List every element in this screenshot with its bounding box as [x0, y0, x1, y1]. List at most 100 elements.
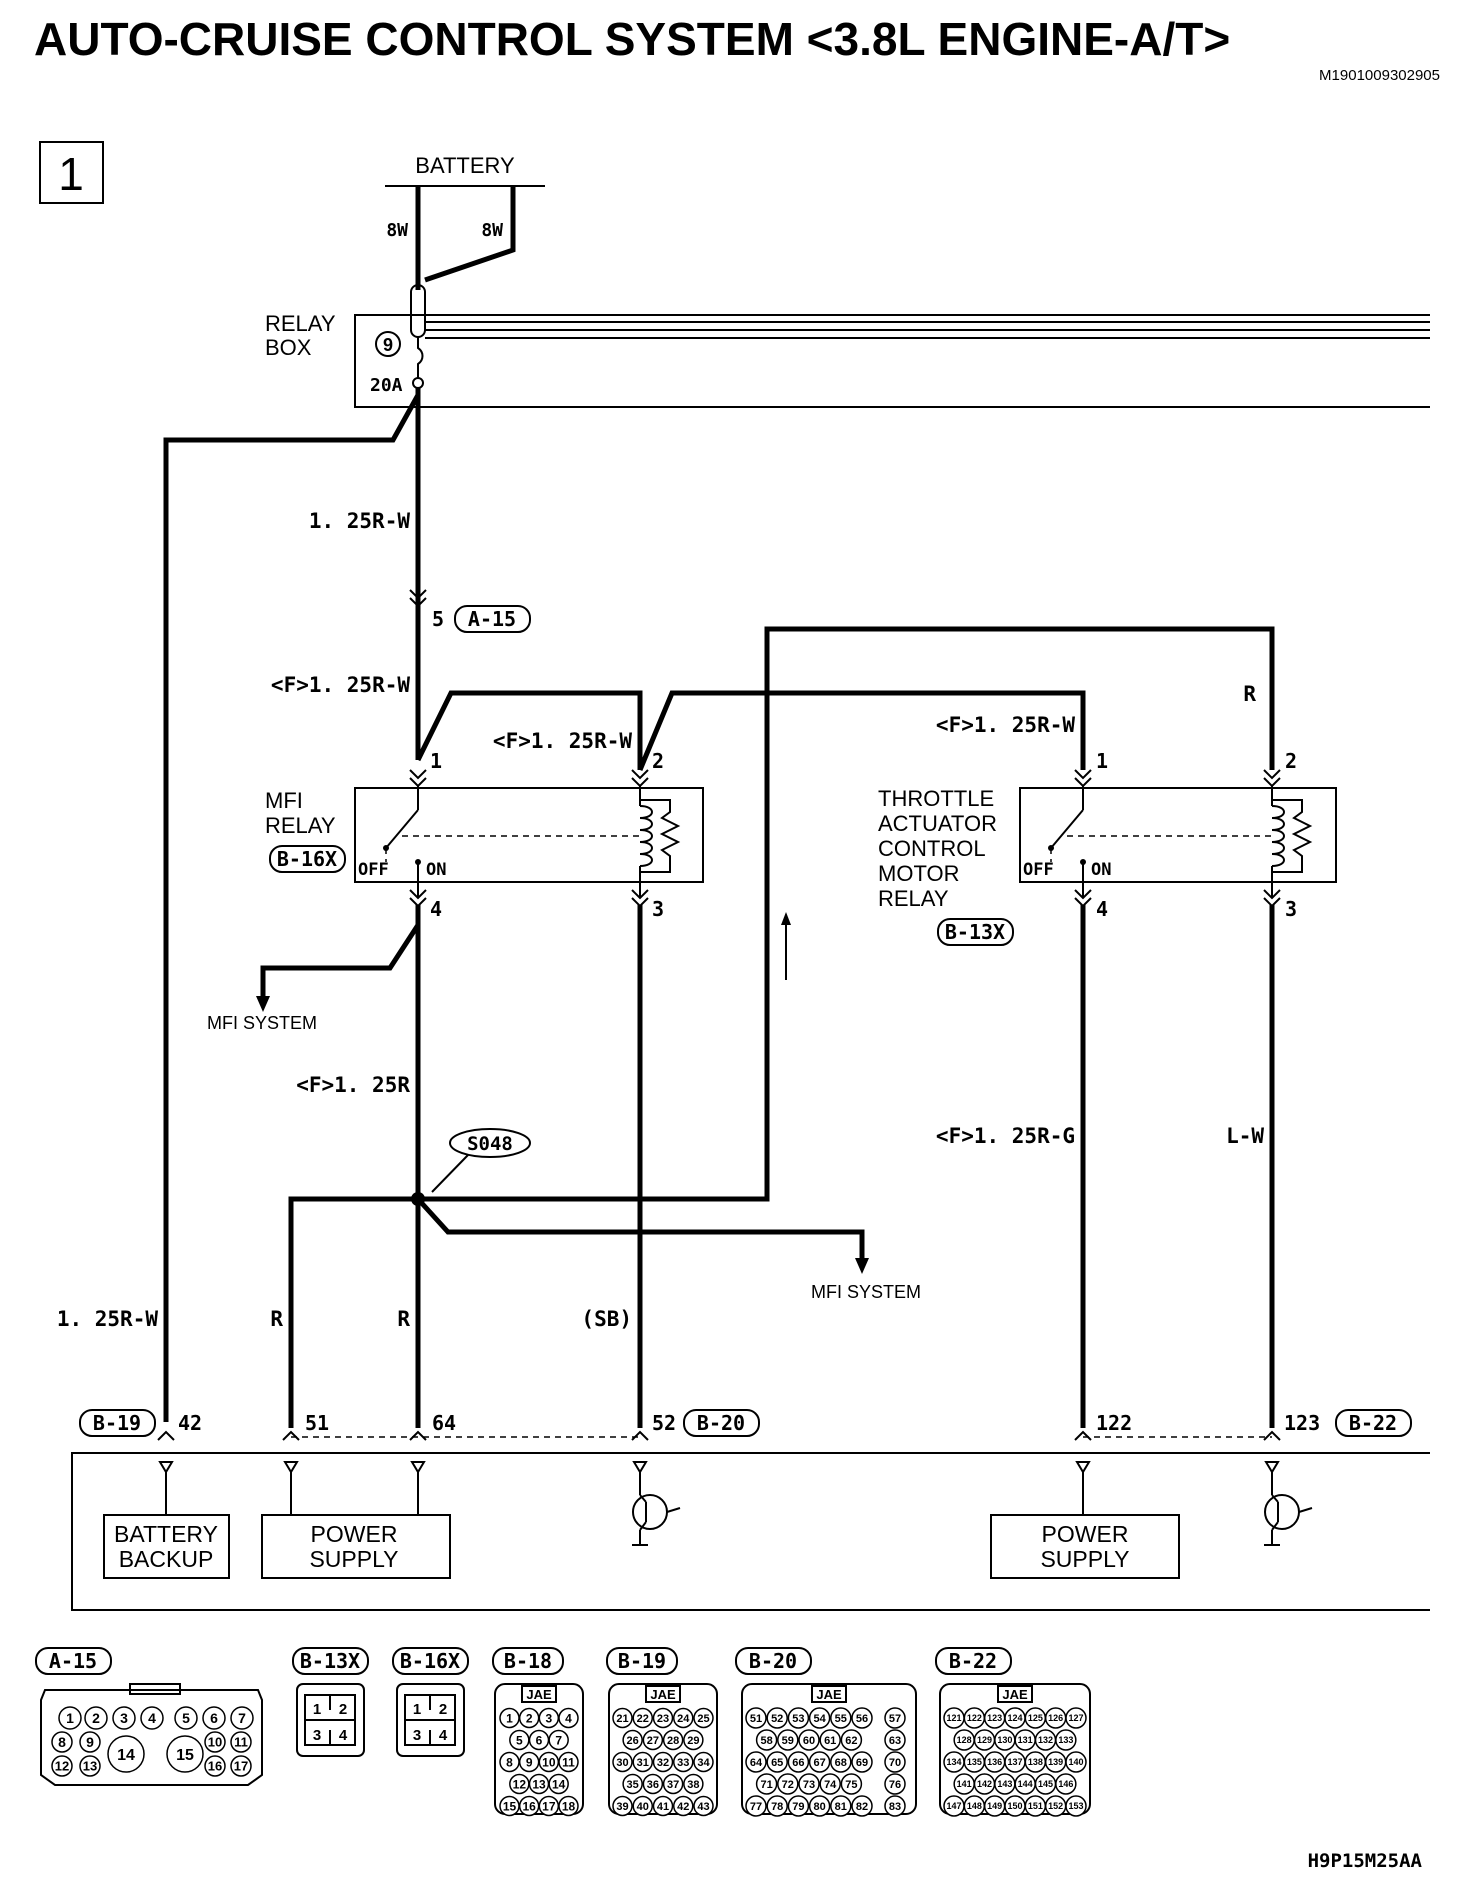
svg-text:4: 4 [439, 1727, 448, 1744]
connector-pin-label: 82 [856, 1801, 868, 1813]
connector-pin [1055, 1773, 1077, 1795]
connector-pin-label: 68 [835, 1757, 847, 1769]
ecm-box [71, 1452, 1430, 1611]
connector-face-b20-tag: JAE [816, 1687, 842, 1702]
mfi-system-1-wire [260, 905, 421, 1002]
ecm-conn-b20-tag [683, 1409, 760, 1437]
mfi-relay-on: ON [426, 860, 446, 880]
connector-pin-label: 74 [824, 1779, 837, 1791]
connector-pin [819, 1729, 841, 1751]
splice-left-wire [288, 1196, 418, 1428]
tac-relay-label-2: ACTUATOR [878, 811, 997, 836]
page-number-box [39, 141, 104, 204]
connector-pin [652, 1751, 674, 1773]
connector-pin-label: 1 [506, 1711, 513, 1725]
connector-pin-label: 51 [750, 1713, 762, 1725]
connector-pin [51, 1731, 73, 1753]
connector-pin-label: 71 [760, 1779, 772, 1791]
mfi-relay-pin3: 3 [652, 897, 664, 921]
connector-pin-label: 129 [977, 1735, 992, 1745]
connector-pin-label: 14 [552, 1777, 566, 1791]
connector-pin [777, 1729, 799, 1751]
ecm-conn-b22: B-22 [1349, 1411, 1397, 1435]
connector-pin-label: 140 [1068, 1757, 1083, 1767]
tac-out-3-label: L-W [1226, 1124, 1264, 1148]
connector-pin [745, 1795, 767, 1817]
connector-pin-label: 123 [987, 1713, 1002, 1723]
connector-pin-label: 2 [92, 1710, 100, 1726]
connector-pin-label: 9 [86, 1734, 94, 1750]
connector-pin [652, 1795, 674, 1817]
connector-pin [1055, 1729, 1077, 1751]
connector-pin-label: 36 [647, 1779, 659, 1791]
connector-pin-label: 133 [1058, 1735, 1073, 1745]
svg-text:1: 1 [413, 1701, 421, 1718]
connector-pin [230, 1731, 252, 1753]
connector-pin [840, 1729, 863, 1751]
power-supply-2-label-2: SUPPLY [1040, 1546, 1129, 1572]
connector-pin-label: 122 [967, 1713, 982, 1723]
mfi-relay-off: OFF [358, 860, 389, 880]
mfi-feed-1-label: <F>1. 25R-W [271, 673, 410, 697]
connector-pin [673, 1795, 694, 1817]
connector-pin-label: 135 [967, 1757, 982, 1767]
connector-pin [830, 1707, 852, 1729]
connector-pin [884, 1729, 906, 1751]
connector-pin-label: 53 [792, 1713, 804, 1725]
connector-pin-label: 21 [616, 1713, 628, 1725]
connector-pin [808, 1795, 831, 1817]
connector-pin-label: 16 [522, 1799, 536, 1813]
connector-face-b13x-name: B-13X [300, 1649, 360, 1673]
connector-pin [174, 1706, 198, 1730]
connector-pin-label: 8 [58, 1734, 66, 1750]
battery-backup-label-1: BATTERY [114, 1521, 218, 1547]
mfi-relay-pin1: 1 [430, 749, 442, 773]
connector-a15-tag [454, 605, 531, 633]
connector-pin-label: 6 [536, 1733, 543, 1747]
ecm-pin42: 42 [178, 1411, 202, 1435]
connector-pin-label: 69 [856, 1757, 868, 1769]
connector-pin-label: 147 [946, 1801, 961, 1811]
connector-pin-label: 32 [657, 1757, 669, 1769]
connector-pin-label: 5 [182, 1710, 190, 1726]
connector-pin [642, 1729, 664, 1751]
tac-relay-on: ON [1091, 860, 1111, 880]
connector-pin-label: 5 [516, 1733, 523, 1747]
connector-pin-label: 79 [792, 1801, 804, 1813]
connector-pin [612, 1795, 633, 1817]
connector-pin-label: 73 [803, 1779, 815, 1791]
connector-pin-label: 25 [697, 1713, 709, 1725]
ecm-pin51: 51 [305, 1411, 329, 1435]
connector-pin-label: 15 [503, 1799, 517, 1813]
connector-pin [1065, 1751, 1087, 1773]
connector-pin [851, 1795, 873, 1817]
connector-pin-label: 77 [750, 1801, 762, 1813]
connector-pin [230, 1755, 252, 1777]
connector-pin [745, 1707, 767, 1729]
connector-pin-label: 4 [565, 1711, 572, 1725]
connector-pin-label: 139 [1048, 1757, 1063, 1767]
connector-pin-label: 41 [657, 1801, 669, 1813]
connector-pin-label: 62 [845, 1735, 857, 1747]
connector-pin-label: 3 [545, 1711, 552, 1725]
connector-pin [884, 1773, 906, 1795]
power-supply-2-label-1: POWER [1042, 1521, 1129, 1547]
mfi-relay-label-1: MFI [265, 788, 303, 813]
connector-pin-label: 55 [835, 1713, 847, 1725]
connector-pin-label: 66 [792, 1757, 804, 1769]
connector-pin-label: 60 [803, 1735, 815, 1747]
connector-pin [884, 1707, 906, 1729]
connector-pin-label: 63 [889, 1735, 901, 1747]
connector-pin [140, 1706, 164, 1730]
connector-a15-pin: 5 [432, 607, 444, 631]
mfi-relay-pin2: 2 [652, 749, 664, 773]
figure-code: H9P15M25AA [1308, 1850, 1423, 1872]
connector-pin-label: 11 [562, 1755, 575, 1769]
connector-pin [693, 1707, 714, 1729]
connector-pin [558, 1795, 579, 1817]
connector-pin-label: 75 [845, 1779, 857, 1791]
splice-tag [449, 1128, 531, 1158]
connector-pin [745, 1751, 767, 1773]
